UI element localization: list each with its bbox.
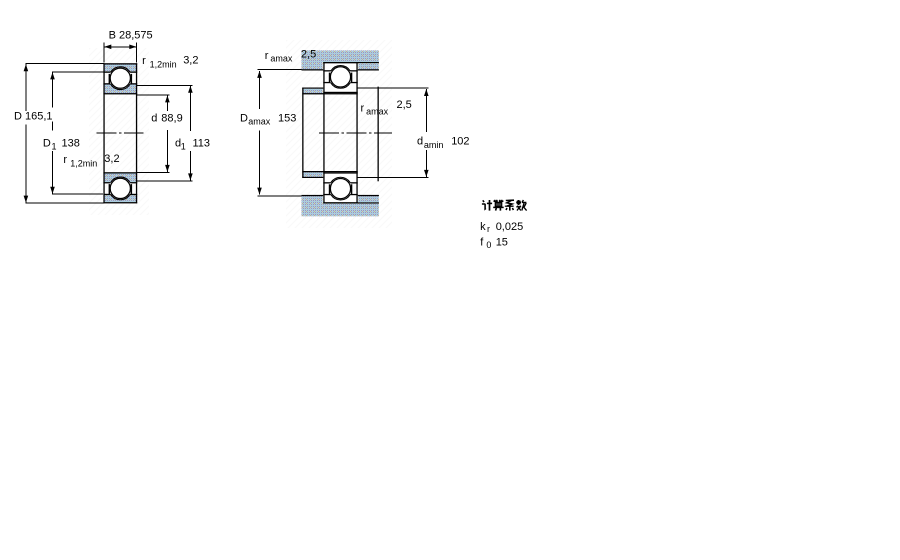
svg-text:3,2: 3,2 bbox=[104, 153, 119, 165]
svg-text:amax: amax bbox=[270, 53, 293, 63]
svg-text:r: r bbox=[142, 55, 146, 67]
svg-text:102: 102 bbox=[451, 135, 469, 147]
svg-text:D: D bbox=[240, 113, 248, 125]
svg-text:1: 1 bbox=[181, 141, 186, 151]
svg-text:138: 138 bbox=[62, 137, 80, 149]
svg-text:r: r bbox=[265, 50, 269, 62]
svg-text:r: r bbox=[63, 154, 67, 166]
svg-text:15: 15 bbox=[496, 237, 508, 249]
svg-text:153: 153 bbox=[278, 113, 296, 125]
svg-text:1,2min: 1,2min bbox=[150, 60, 177, 70]
svg-text:D: D bbox=[43, 137, 51, 149]
svg-text:B 28,575: B 28,575 bbox=[109, 30, 153, 42]
svg-text:d: d bbox=[175, 137, 181, 149]
svg-text:d: d bbox=[151, 112, 157, 124]
svg-text:113: 113 bbox=[193, 137, 211, 149]
svg-text:amin: amin bbox=[424, 140, 444, 150]
svg-text:88,9: 88,9 bbox=[161, 112, 182, 124]
svg-text:amax: amax bbox=[248, 117, 271, 127]
svg-text:2,5: 2,5 bbox=[397, 99, 412, 111]
svg-text:D 165,1: D 165,1 bbox=[14, 111, 53, 123]
svg-text:k: k bbox=[480, 221, 486, 233]
svg-text:r: r bbox=[487, 224, 490, 234]
svg-text:r: r bbox=[361, 103, 365, 115]
svg-text:amax: amax bbox=[366, 106, 389, 116]
svg-text:d: d bbox=[417, 135, 423, 147]
svg-text:1: 1 bbox=[52, 141, 57, 151]
svg-text:1,2min: 1,2min bbox=[70, 159, 97, 169]
svg-text:3,2: 3,2 bbox=[183, 55, 198, 67]
svg-text:0: 0 bbox=[486, 240, 491, 250]
svg-text:0,025: 0,025 bbox=[496, 221, 524, 233]
svg-text:f: f bbox=[480, 237, 484, 249]
svg-text:2,5: 2,5 bbox=[301, 49, 316, 61]
